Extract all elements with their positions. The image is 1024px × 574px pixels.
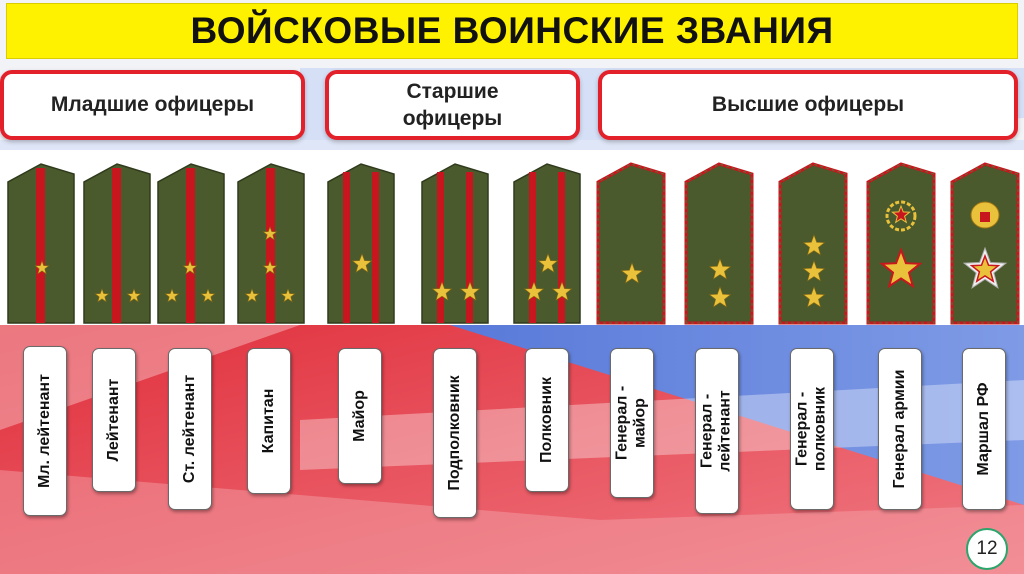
rank-card: Капитан: [247, 348, 291, 494]
shoulder-board: [950, 160, 1020, 325]
shoulder-board: [82, 160, 152, 324]
rank-label: Генерал -майор: [613, 385, 649, 461]
category-higher-officers: Высшие офицеры: [598, 70, 1018, 140]
shoulder-board: [512, 160, 582, 324]
rank-label: Ст. лейтенант: [180, 374, 198, 484]
rank-card: Полковник: [525, 348, 569, 492]
page-number: 12: [976, 538, 998, 559]
category-higher-label: Высшие офицеры: [711, 93, 905, 117]
rank-card: Ст. лейтенант: [168, 348, 212, 510]
rank-label: Лейтенант: [104, 378, 122, 462]
rank-label: Генерал армии: [890, 369, 908, 489]
category-senior-label-line2: офицеры: [402, 107, 503, 130]
shoulder-board: [684, 160, 754, 325]
rank-label: Мл. лейтенант: [35, 374, 53, 488]
page-number-badge: 12: [966, 528, 1008, 570]
rank-label: Майор: [350, 390, 368, 442]
category-junior-label: Младшие офицеры: [50, 93, 255, 117]
rank-card: Подполковник: [433, 348, 477, 518]
rank-card: Майор: [338, 348, 382, 484]
shoulder-board: [778, 160, 848, 325]
shoulder-board: [596, 160, 666, 325]
shoulder-board: [420, 160, 490, 324]
rank-card: Лейтенант: [92, 348, 136, 492]
title-banner: ВОЙСКОВЫЕ ВОИНСКИЕ ЗВАНИЯ: [6, 3, 1018, 59]
rank-label: Маршал РФ: [974, 382, 992, 476]
category-senior-officers: Старшие офицеры: [325, 70, 580, 140]
page-title: ВОЙСКОВЫЕ ВОИНСКИЕ ЗВАНИЯ: [190, 10, 834, 51]
shoulder-board: [236, 160, 306, 324]
rank-label: Полковник: [537, 377, 555, 463]
shoulder-board: [6, 160, 76, 324]
rank-card: Маршал РФ: [962, 348, 1006, 510]
category-senior-label-line1: Старшие: [406, 79, 499, 103]
rank-card: Генерал армии: [878, 348, 922, 510]
rank-card: Генерал -полковник: [790, 348, 834, 510]
rank-label: Капитан: [259, 388, 277, 454]
rank-label: Подполковник: [445, 375, 463, 491]
shoulder-board: [156, 160, 226, 324]
shoulder-board: [866, 160, 936, 325]
shoulder-board: [326, 160, 396, 324]
rank-card: Мл. лейтенант: [23, 346, 67, 516]
category-junior-officers: Младшие офицеры: [0, 70, 305, 140]
rank-card: Генерал -майор: [610, 348, 654, 498]
rank-card: Генерал -лейтенант: [695, 348, 739, 514]
rank-label: Генерал -лейтенант: [698, 390, 734, 472]
rank-label: Генерал -полковник: [793, 386, 829, 472]
